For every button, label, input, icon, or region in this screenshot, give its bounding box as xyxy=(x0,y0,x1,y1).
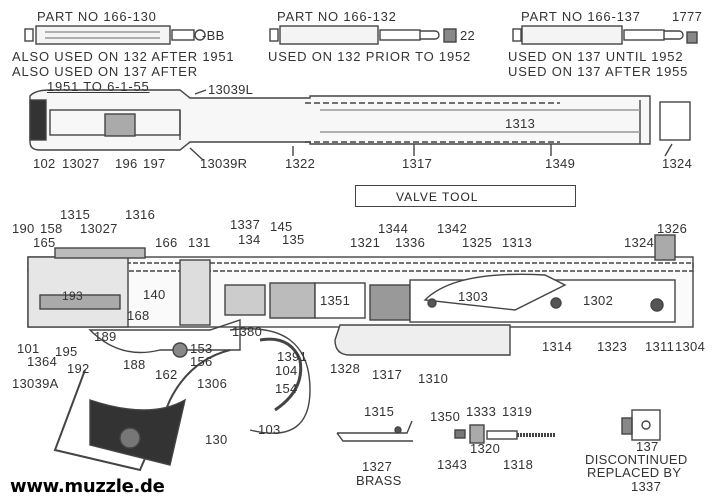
label-190: 190 xyxy=(12,221,35,236)
part-166-130-note2: ALSO USED ON 137 AFTER xyxy=(12,64,198,79)
label-13039A: 13039A xyxy=(12,376,59,391)
label-1322: 1322 xyxy=(285,156,316,171)
label-1317: 1317 xyxy=(402,156,433,171)
label-135: 135 xyxy=(282,232,305,247)
label-195: 195 xyxy=(55,344,78,359)
part-166-130-drawing xyxy=(24,25,206,45)
label-1324-lower: 1324 xyxy=(624,235,655,250)
label-1327: 1327 xyxy=(362,459,393,474)
label-1323: 1323 xyxy=(597,339,628,354)
label-153: 153 xyxy=(190,341,213,356)
label-1306: 1306 xyxy=(197,376,228,391)
label-165: 165 xyxy=(33,235,56,250)
label-162: 162 xyxy=(155,367,178,382)
label-1380: 1380 xyxy=(232,324,263,339)
label-1316: 1316 xyxy=(125,207,156,222)
part-166-137-note1: USED ON 137 UNTIL 1952 xyxy=(508,49,684,64)
label-137: 137 xyxy=(636,439,659,454)
label-13027: 13027 xyxy=(80,221,118,236)
lower-assembly-drawing xyxy=(27,234,694,472)
label-bb: -BB xyxy=(202,28,225,43)
label-1328: 1328 xyxy=(330,361,361,376)
part-166-137-note2: USED ON 137 AFTER 1955 xyxy=(508,64,689,79)
small-parts-drawing xyxy=(336,409,661,444)
label-13039R: 13039R xyxy=(200,156,248,171)
label-1311: 1311 xyxy=(645,339,675,354)
part-166-137-title: PART NO 166-137 xyxy=(521,9,641,24)
part-166-130-title: PART NO 166-130 xyxy=(37,9,157,24)
label-1321: 1321 xyxy=(350,235,381,250)
label-1364: 1364 xyxy=(27,354,58,369)
label-1326: 1326 xyxy=(657,221,688,236)
label-1303: 1303 xyxy=(458,289,489,304)
label-166: 166 xyxy=(155,235,178,250)
label-discontinued: DISCONTINUED xyxy=(585,452,688,467)
upper-receiver-drawing xyxy=(29,89,691,161)
label-158: 158 xyxy=(40,221,63,236)
label-13039L: 13039L xyxy=(208,82,254,97)
label-1349: 1349 xyxy=(545,156,576,171)
label-104: 104 xyxy=(275,363,298,378)
label-102: 102 xyxy=(33,156,56,171)
label-1344: 1344 xyxy=(378,221,409,236)
label-1325: 1325 xyxy=(462,235,493,250)
label-196: 196 xyxy=(115,156,138,171)
part-166-132-note1: USED ON 132 PRIOR TO 1952 xyxy=(268,49,472,64)
label-1314: 1314 xyxy=(542,339,573,354)
label-1310: 1310 xyxy=(418,371,449,386)
label-1320: 1320 xyxy=(470,441,501,456)
label-1315: 1315 xyxy=(60,207,91,222)
label-1302: 1302 xyxy=(583,293,614,308)
label-1319: 1319 xyxy=(502,404,533,419)
label-140: 140 xyxy=(143,287,166,302)
label-1337-replacement: 1337 xyxy=(631,479,662,494)
watermark: www.muzzle.de xyxy=(10,476,165,497)
label-22: 22 xyxy=(460,28,476,43)
label-brass: BRASS xyxy=(356,473,402,488)
label-1315-small: 1315 xyxy=(364,404,395,419)
part-166-132-title: PART NO 166-132 xyxy=(277,9,397,24)
label-1336: 1336 xyxy=(395,235,426,250)
label-1337: 1337 xyxy=(230,217,261,232)
label-189: 189 xyxy=(94,329,117,344)
label-103: 103 xyxy=(258,422,281,437)
label-replaced-by: REPLACED BY xyxy=(587,465,682,480)
label-192: 192 xyxy=(67,361,90,376)
label-197: 197 xyxy=(143,156,166,171)
label-1777: 1777 xyxy=(672,9,703,24)
label-1313: 1313 xyxy=(505,116,536,131)
part-166-137-drawing xyxy=(512,25,698,45)
label-193: 193 xyxy=(62,289,83,303)
label-1317-lower: 1317 xyxy=(372,367,403,382)
label-188: 188 xyxy=(123,357,146,372)
label-1351: 1351 xyxy=(320,293,351,308)
label-145: 145 xyxy=(270,219,293,234)
valve-tool-drawing: VALVE TOOL xyxy=(355,185,576,207)
label-1342: 1342 xyxy=(437,221,468,236)
label-1318: 1318 xyxy=(503,457,534,472)
label-1324: 1324 xyxy=(662,156,693,171)
label-134: 134 xyxy=(238,232,261,247)
part-166-130-note1: ALSO USED ON 132 AFTER 1951 xyxy=(12,49,235,64)
label-130: 130 xyxy=(205,432,228,447)
label-1343: 1343 xyxy=(437,457,468,472)
label-1391: 1391 xyxy=(277,349,308,364)
label-168: 168 xyxy=(127,308,150,323)
label-1304: 1304 xyxy=(675,339,706,354)
label-13027: 13027 xyxy=(62,156,100,171)
valve-tool-label: VALVE TOOL xyxy=(396,190,479,204)
part-166-132-drawing xyxy=(269,25,457,45)
label-1333: 1333 xyxy=(466,404,497,419)
part-166-130-note3: 1951 TO 6-1-55 xyxy=(47,79,150,94)
label-131: 131 xyxy=(188,235,211,250)
label-101: 101 xyxy=(17,341,40,356)
label-154: 154 xyxy=(275,381,298,396)
label-156: 156 xyxy=(190,354,213,369)
label-1350: 1350 xyxy=(430,409,461,424)
label-1313-lower: 1313 xyxy=(502,235,533,250)
